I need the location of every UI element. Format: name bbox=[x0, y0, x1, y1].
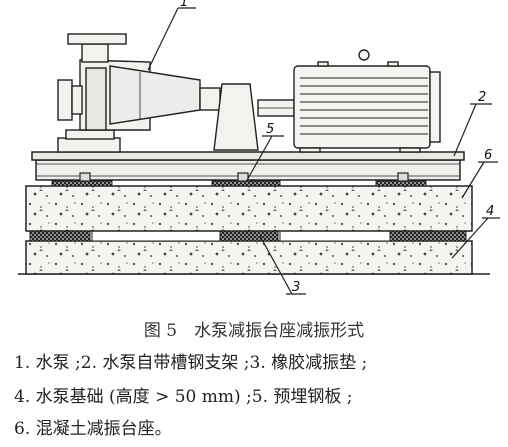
pump-foundation bbox=[25, 240, 473, 275]
leader-lines bbox=[147, 7, 500, 295]
motor bbox=[293, 49, 441, 153]
label-6: 6 bbox=[484, 148, 492, 163]
legend-line-3: 6. 混凝土减振台座。 bbox=[14, 419, 172, 439]
label-4: 4 bbox=[486, 204, 494, 219]
legend-line-2: 4. 水泵基础 (高度 > 50 mm) ;5. 预埋钢板 ; bbox=[14, 387, 353, 407]
water-pump bbox=[57, 33, 295, 153]
label-2: 2 bbox=[478, 90, 486, 105]
concrete-base bbox=[25, 185, 473, 232]
anchor-bolts bbox=[79, 172, 409, 182]
label-1: 1 bbox=[180, 0, 188, 10]
rubber-pads bbox=[29, 230, 467, 242]
figure-caption: 图 5 水泵减振台座减振形式 bbox=[143, 321, 365, 341]
label-3: 3 bbox=[292, 280, 300, 295]
label-5: 5 bbox=[266, 122, 274, 137]
pump-vibration-diagram: 1 2 3 4 5 6 bbox=[18, 0, 500, 295]
channel-steel-support bbox=[31, 151, 465, 181]
legend-line-1: 1. 水泵 ;2. 水泵自带槽钢支架 ;3. 橡胶减振垫 ; bbox=[14, 353, 368, 373]
